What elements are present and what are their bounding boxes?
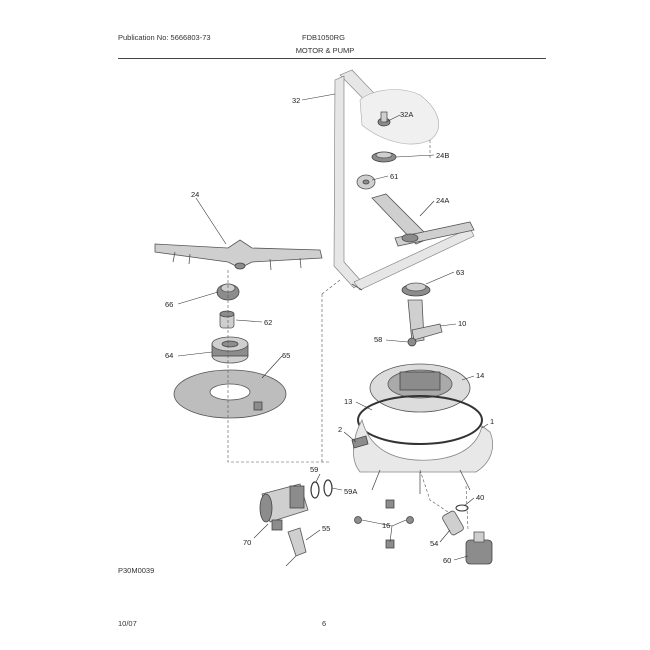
part-label-24b: 24B	[436, 151, 449, 160]
model-number: FDB1050RG	[302, 33, 345, 42]
hose-54	[442, 510, 464, 536]
part-label-32: 32	[292, 96, 300, 105]
part-label-10: 10	[458, 319, 466, 328]
inlet-tube-10	[407, 299, 443, 343]
o-ring-59	[310, 481, 320, 499]
section-title: MOTOR & PUMP	[295, 46, 355, 55]
part-label-54: 54	[430, 539, 438, 548]
part-label-59a: 59A	[344, 487, 357, 496]
part-label-16: 16	[382, 521, 390, 530]
page-number: 6	[322, 619, 327, 628]
part-label-65: 65	[282, 351, 290, 360]
gasket-13	[357, 395, 483, 445]
sump-cover-14	[369, 363, 471, 413]
pump-housing-1	[353, 418, 493, 494]
part-label-61: 61	[390, 172, 398, 181]
tube-62	[219, 310, 235, 329]
part-label-55: 55	[322, 524, 330, 533]
lower-spray-arm-24	[154, 239, 323, 271]
fine-filter-65	[173, 369, 287, 419]
spray-arm-support-63	[401, 282, 431, 297]
plug-58	[407, 337, 417, 347]
leader-lines	[177, 93, 489, 561]
header-rule	[118, 58, 546, 59]
part-label-58: 58	[374, 335, 382, 344]
part-label-2: 2	[338, 425, 342, 434]
upper-spray-arm-32a	[359, 89, 439, 145]
part-label-59: 59	[310, 465, 318, 474]
bracket-55	[285, 527, 307, 567]
drain-pump-60	[465, 531, 493, 565]
publication-number: Publication No: 5666803-73	[118, 33, 211, 42]
diagram-code: P30M0039	[118, 566, 155, 575]
part-label-63: 63	[456, 268, 464, 277]
part-label-60: 60	[443, 556, 451, 565]
part-label-14: 14	[476, 371, 484, 380]
part-label-40: 40	[476, 493, 484, 502]
part-label-62: 62	[264, 318, 272, 327]
part-label-13: 13	[344, 397, 352, 406]
motor-70	[259, 483, 309, 531]
coarse-filter-64	[211, 336, 249, 364]
seal-61	[356, 174, 376, 190]
part-label-32a: 32A	[400, 110, 413, 119]
part-label-70: 70	[243, 538, 251, 547]
part-label-24a: 24A	[436, 196, 449, 205]
middle-spray-arm-24a	[371, 193, 475, 247]
part-label-24: 24	[191, 190, 199, 199]
part-label-66: 66	[165, 300, 173, 309]
part-label-1: 1	[490, 417, 494, 426]
screw-2	[351, 435, 369, 449]
part-label-64: 64	[165, 351, 173, 360]
footer-date: 10/07	[118, 619, 137, 628]
o-ring-59a	[323, 479, 333, 497]
nut-24b	[371, 151, 397, 163]
part-labels: 32 32A 24B 61 24A 24 63 10 66 62 58 64 6…	[165, 96, 494, 565]
clamp-40	[455, 504, 469, 512]
